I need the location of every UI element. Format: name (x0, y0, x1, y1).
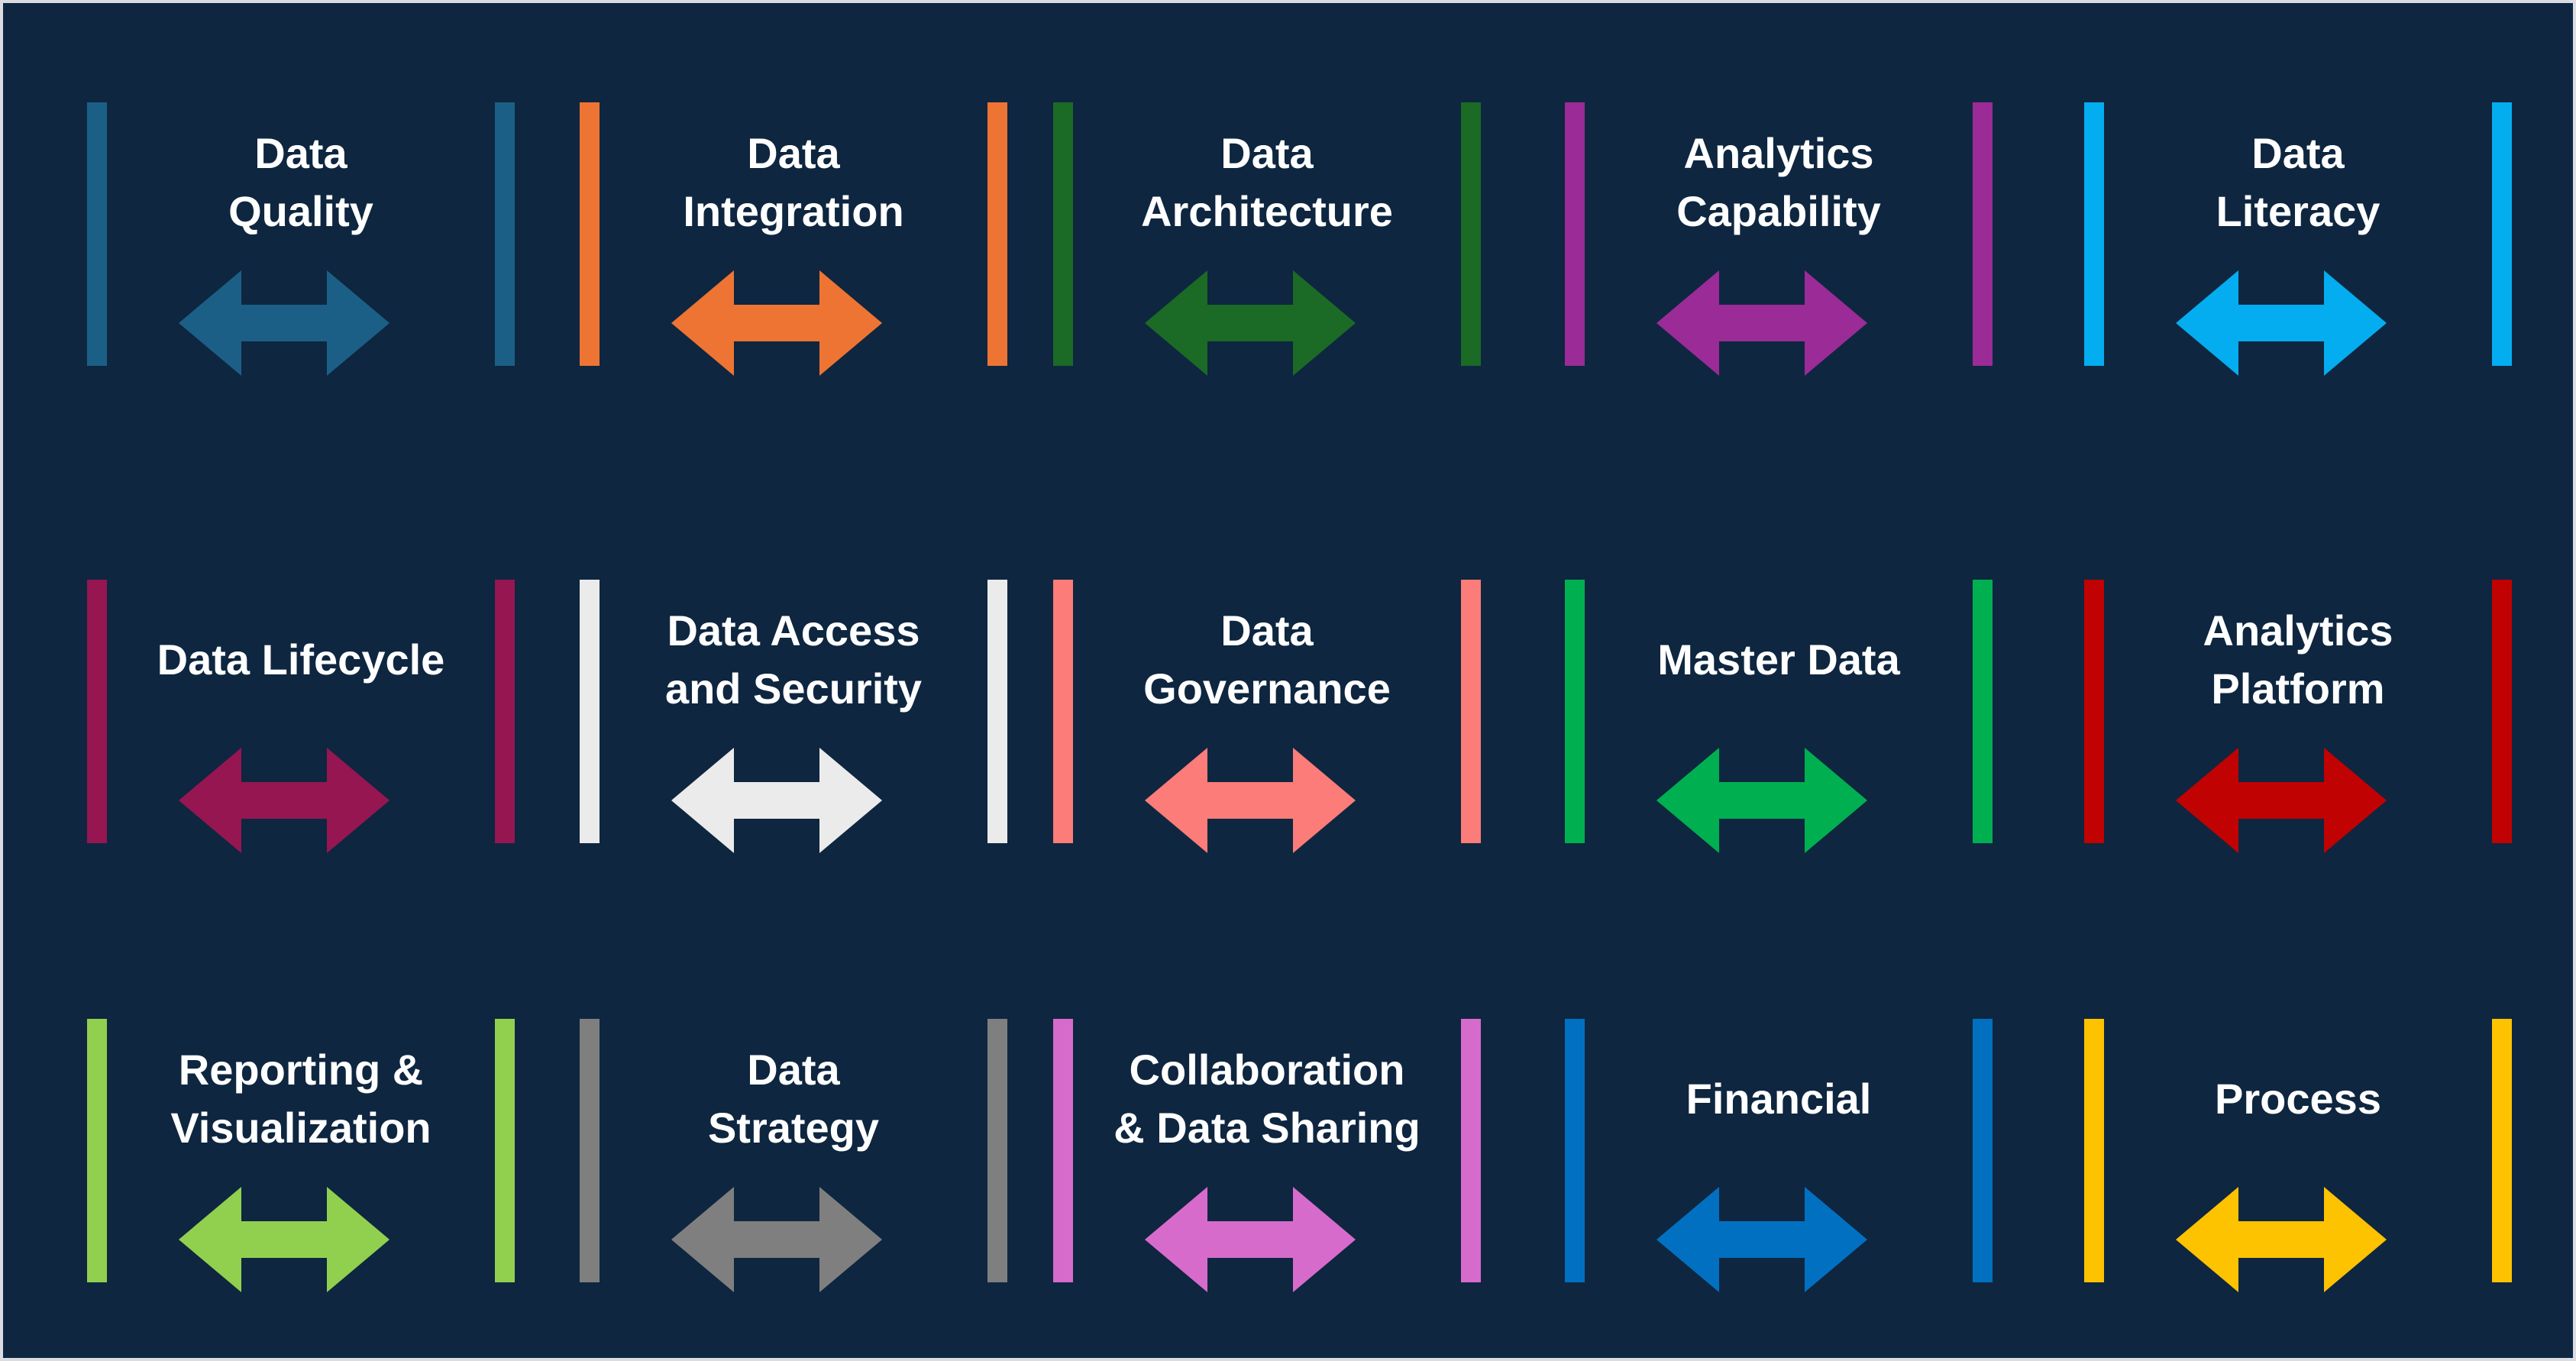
left-bar (1053, 580, 1073, 843)
right-bar (2492, 580, 2512, 843)
double-arrow-icon (671, 270, 882, 376)
tile-process: Process (2084, 1019, 2512, 1292)
right-bar (1973, 580, 1993, 843)
right-bar (2492, 102, 2512, 366)
tile-data-integration: Data Integration (580, 102, 1007, 376)
left-bar (87, 102, 107, 366)
tile-label: Analytics Platform (2203, 606, 2393, 713)
right-bar (1461, 580, 1481, 843)
capability-grid: Data Quality Data Integration Data Archite… (3, 3, 2573, 1358)
double-arrow-icon (179, 1187, 389, 1292)
left-bar (1565, 1019, 1585, 1282)
tile-label: Data Architecture (1141, 129, 1393, 235)
double-arrow-icon (2176, 1187, 2387, 1292)
tile-data-access-and-security: Data Access and Security (580, 580, 1007, 853)
tile-label: Data Governance (1143, 606, 1391, 713)
left-bar (1053, 1019, 1073, 1282)
tile-data-literacy: Data Literacy (2084, 102, 2512, 376)
double-arrow-icon (1145, 748, 1356, 853)
left-bar (2084, 102, 2104, 366)
double-arrow-icon (2176, 748, 2387, 853)
tile-label: Reporting & Visualization (170, 1046, 431, 1152)
double-arrow-icon (179, 748, 389, 853)
tile-analytics-platform: Analytics Platform (2084, 580, 2512, 853)
double-arrow-icon (179, 270, 389, 376)
tile-financial: Financial (1565, 1019, 1993, 1292)
double-arrow-icon (1145, 270, 1356, 376)
tile-label: Process (2215, 1075, 2381, 1123)
double-arrow-icon (2176, 270, 2387, 376)
double-arrow-icon (671, 748, 882, 853)
right-bar (1973, 1019, 1993, 1282)
tile-reporting-and-visualization: Reporting & Visualization (87, 1019, 515, 1292)
right-bar (495, 1019, 515, 1282)
tile-data-lifecycle: Data Lifecycle (87, 580, 515, 853)
tile-label: Financial (1686, 1075, 1872, 1123)
tile-data-governance: Data Governance (1053, 580, 1481, 853)
tile-analytics-capability: Analytics Capability (1565, 102, 1993, 376)
left-bar (2084, 580, 2104, 843)
double-arrow-icon (1145, 1187, 1356, 1292)
tile-data-quality: Data Quality (87, 102, 515, 376)
right-bar (1461, 1019, 1481, 1282)
left-bar (1565, 580, 1585, 843)
tile-label: Data Strategy (707, 1046, 880, 1152)
tile-label: Data Quality (228, 129, 373, 235)
left-bar (580, 1019, 600, 1282)
tile-label: Master Data (1657, 635, 1900, 684)
tile-label: Data Access and Security (664, 606, 923, 713)
tile-label: Analytics Capability (1676, 129, 1881, 235)
right-bar (987, 102, 1007, 366)
left-bar (2084, 1019, 2104, 1282)
double-arrow-icon (1656, 270, 1867, 376)
tile-data-architecture: Data Architecture (1053, 102, 1481, 376)
tile-data-strategy: Data Strategy (580, 1019, 1007, 1292)
right-bar (495, 580, 515, 843)
left-bar (580, 580, 600, 843)
tile-label: Data Integration (683, 129, 904, 235)
right-bar (495, 102, 515, 366)
tile-label: Collaboration & Data Sharing (1113, 1046, 1421, 1152)
left-bar (87, 580, 107, 843)
left-bar (87, 1019, 107, 1282)
tile-label: Data Lifecycle (157, 635, 445, 684)
double-arrow-icon (1656, 1187, 1867, 1292)
left-bar (580, 102, 600, 366)
tile-collaboration-and-data-sharing: Collaboration & Data Sharing (1053, 1019, 1481, 1292)
tile-label: Data Literacy (2216, 129, 2380, 235)
tile-master-data: Master Data (1565, 580, 1993, 853)
right-bar (2492, 1019, 2512, 1282)
double-arrow-icon (671, 1187, 882, 1292)
left-bar (1053, 102, 1073, 366)
right-bar (1973, 102, 1993, 366)
left-bar (1565, 102, 1585, 366)
double-arrow-icon (1656, 748, 1867, 853)
right-bar (1461, 102, 1481, 366)
right-bar (987, 1019, 1007, 1282)
right-bar (987, 580, 1007, 843)
